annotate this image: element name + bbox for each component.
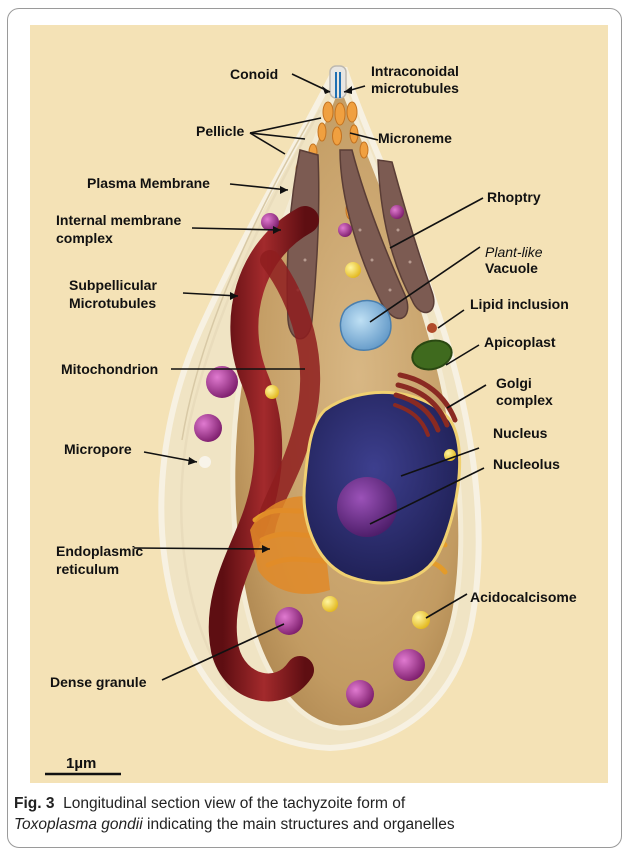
label-golgi-complex-2: complex — [496, 392, 553, 409]
label-conoid: Conoid — [230, 66, 278, 83]
label-endoplasmic-reticulum-1: Endoplasmic — [56, 543, 143, 560]
label-nucleus: Nucleus — [493, 425, 547, 442]
label-vacuole: Vacuole — [485, 260, 538, 277]
caption-fig-label: Fig. 3 — [14, 795, 54, 812]
label-pellicle: Pellicle — [196, 123, 244, 140]
label-subpellicular-microtubules-2: Microtubules — [69, 295, 156, 312]
label-subpellicular-microtubules-1: Subpellicular — [69, 277, 157, 294]
vacuole-shape — [340, 301, 390, 351]
label-microneme: Microneme — [378, 130, 452, 147]
nucleolus-shape — [337, 477, 397, 537]
label-dense-granule: Dense granule — [50, 674, 146, 691]
caption-species: Toxoplasma gondii — [14, 816, 143, 833]
label-lipid-inclusion: Lipid inclusion — [470, 296, 569, 313]
figure-caption: Fig. 3 Longitudinal section view of the … — [14, 793, 614, 835]
label-plasma-membrane: Plasma Membrane — [87, 175, 210, 192]
label-intraconoidal-microtubules-1: Intraconoidal — [371, 63, 459, 80]
label-internal-membrane-complex-1: Internal membrane — [56, 212, 181, 229]
label-scale-bar: 1µm — [66, 755, 96, 772]
label-internal-membrane-complex-2: complex — [56, 230, 113, 247]
micropore-shape — [199, 456, 211, 468]
label-acidocalcisome: Acidocalcisome — [470, 589, 577, 606]
label-mitochondrion: Mitochondrion — [61, 361, 158, 378]
conoid-shape — [330, 66, 346, 98]
label-micropore: Micropore — [64, 441, 132, 458]
caption-text-2: indicating the main structures and organ… — [147, 816, 455, 833]
label-intraconoidal-microtubules-2: microtubules — [371, 80, 459, 97]
label-plant-like: Plant-like — [485, 244, 543, 261]
lipid-inclusion-shape — [427, 323, 437, 333]
label-apicoplast: Apicoplast — [484, 334, 556, 351]
label-golgi-complex-1: Golgi — [496, 375, 532, 392]
label-rhoptry: Rhoptry — [487, 189, 541, 206]
caption-text-1: Longitudinal section view of the tachyzo… — [63, 795, 405, 812]
label-nucleolus: Nucleolus — [493, 456, 560, 473]
label-endoplasmic-reticulum-2: reticulum — [56, 561, 119, 578]
